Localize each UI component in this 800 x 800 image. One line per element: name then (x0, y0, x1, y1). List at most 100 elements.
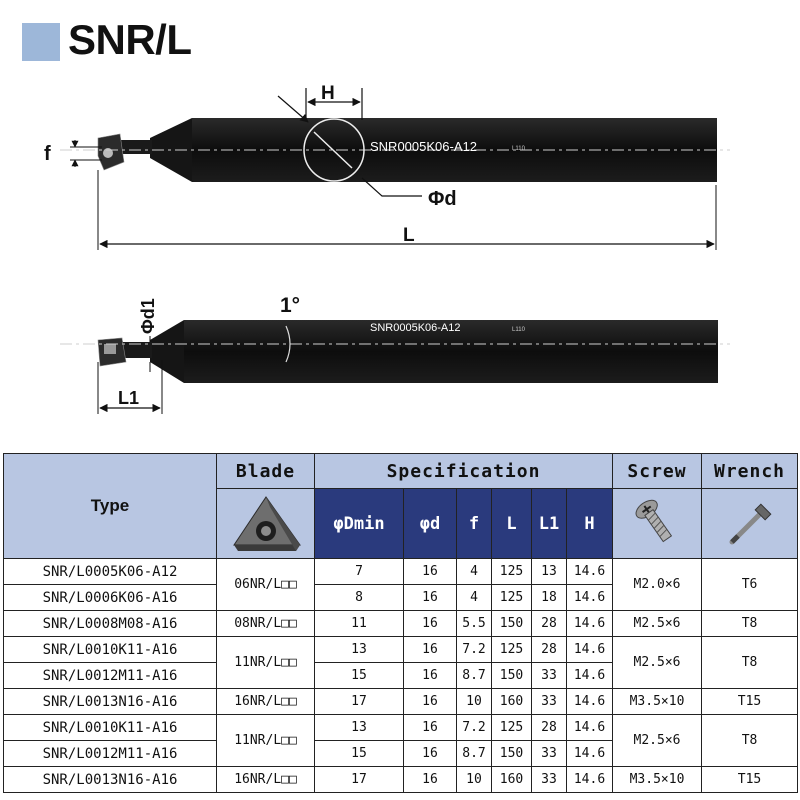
cell-d: 16 (403, 714, 457, 741)
table-row: SNR/L0006K06-A16 8 16 4 125 18 14.6 (3, 584, 798, 611)
cell-dmin: 8 (314, 584, 404, 611)
tool1-marking: SNR0005K06-A12 (370, 139, 477, 154)
cell-blade: 16NR/L□□ (216, 766, 315, 793)
cell-H: 14.6 (565, 636, 614, 663)
cell-dmin: 15 (314, 740, 404, 767)
dim-label-phid1: Φd1 (138, 298, 158, 334)
cell-f: 8.7 (456, 740, 492, 767)
cell-f: 10 (456, 766, 492, 793)
cell-dmin: 13 (314, 714, 404, 741)
spec-table: Type Blade Specification Screw Wrench φD… (3, 453, 799, 793)
diameter-diagonal (313, 131, 353, 169)
tool-top-view: SNR0005K06-A12 L110 H f Φd L (44, 83, 730, 250)
cell-d: 16 (403, 662, 457, 689)
cell-L: 150 (491, 610, 532, 637)
cell-H: 14.6 (565, 558, 614, 585)
cell-L1: 18 (531, 584, 567, 611)
title-swatch (22, 23, 60, 61)
cell-L1: 33 (531, 688, 567, 715)
cell-L: 125 (491, 714, 532, 741)
diameter-circle (303, 118, 365, 182)
cell-wrench: T8 (701, 636, 799, 689)
cell-f: 5.5 (456, 610, 492, 637)
header-L: L (491, 488, 532, 559)
cell-type: SNR/L0008M08-A16 (3, 610, 217, 637)
angle-arc (285, 325, 291, 363)
cell-f: 4 (456, 558, 492, 585)
cell-dmin: 17 (314, 766, 404, 793)
tool2-small-marking: L110 (512, 327, 526, 333)
screw-image-cell (612, 488, 703, 559)
cell-wrench: T8 (701, 610, 799, 637)
cell-H: 14.6 (565, 766, 614, 793)
insert-clamp-2 (104, 344, 116, 354)
cell-H: 14.6 (565, 662, 614, 689)
cell-L1: 28 (531, 610, 567, 637)
cell-blade: 06NR/L□□ (216, 558, 315, 611)
cell-L1: 28 (531, 714, 567, 741)
cell-dmin: 7 (314, 558, 404, 585)
cell-L1: 33 (531, 766, 567, 793)
cell-type: SNR/L0013N16-A16 (3, 688, 217, 715)
dim-label-L1: L1 (118, 388, 139, 408)
cell-d: 16 (403, 584, 457, 611)
header-f: f (456, 488, 492, 559)
cell-L: 160 (491, 688, 532, 715)
dim-label-angle: 1° (280, 294, 300, 317)
cell-type: SNR/L0012M11-A16 (3, 740, 217, 767)
cell-dmin: 17 (314, 688, 404, 715)
cell-type: SNR/L0010K11-A16 (3, 714, 217, 741)
table-row: SNR/L0010K11-A16 11NR/L□□ 13 16 7.2 125 … (3, 714, 799, 767)
cell-f: 8.7 (456, 662, 492, 689)
header-wrench: Wrench (701, 453, 799, 489)
shank-taper-2 (150, 320, 184, 383)
cell-dmin: 11 (314, 610, 404, 637)
cell-d: 16 (403, 766, 457, 793)
cell-f: 7.2 (456, 714, 492, 741)
cell-d: 16 (403, 558, 457, 585)
table-row: SNR/L0010K11-A16 11NR/L□□ 13 16 7.2 125 … (3, 636, 799, 689)
cell-f: 10 (456, 688, 492, 715)
wrench-icon (729, 503, 772, 544)
cell-blade: 16NR/L□□ (216, 688, 315, 715)
blade-image-cell (216, 488, 315, 559)
header-d: φd (403, 488, 457, 559)
cell-d: 16 (403, 636, 457, 663)
cell-wrench: T15 (701, 688, 799, 715)
cell-L1: 33 (531, 662, 567, 689)
cell-type: SNR/L0010K11-A16 (3, 636, 217, 663)
boring-bar-neck-2 (118, 342, 152, 358)
cell-type: SNR/L0012M11-A16 (3, 662, 217, 689)
dim-label-phid: Φd (428, 188, 457, 210)
cell-blade: 11NR/L□□ (216, 636, 315, 689)
cell-screw: M3.5×10 (612, 688, 703, 715)
cell-wrench: T8 (701, 714, 799, 767)
cell-d: 16 (403, 610, 457, 637)
cell-type: SNR/L0005K06-A12 (3, 558, 217, 585)
cell-L: 150 (491, 740, 532, 767)
cell-wrench: T15 (701, 766, 799, 793)
cell-blade: 08NR/L□□ (216, 610, 315, 637)
cell-blade: 11NR/L□□ (216, 714, 315, 767)
cell-H: 14.6 (565, 714, 614, 741)
screw-icon (635, 499, 673, 542)
cell-screw: M2.5×6 (612, 714, 703, 767)
cell-H: 14.6 (565, 740, 614, 767)
cell-L: 160 (491, 766, 532, 793)
cell-L: 150 (491, 662, 532, 689)
cell-type: SNR/L0006K06-A16 (3, 584, 217, 611)
header-L1: L1 (531, 488, 567, 559)
header-type: Type (3, 453, 217, 559)
cell-wrench: T6 (701, 558, 799, 611)
cell-f: 7.2 (456, 636, 492, 663)
tool2-marking: SNR0005K06-A12 (370, 322, 461, 334)
table-row: SNR/L0008M08-A16 08NR/L□□ 11 16 5.5 150 … (3, 610, 799, 637)
cell-H: 14.6 (565, 584, 614, 611)
header-H: H (565, 488, 614, 559)
cell-screw: M2.5×6 (612, 610, 703, 637)
cell-screw: M3.5×10 (612, 766, 703, 793)
header-dmin: φDmin (314, 488, 404, 559)
cell-L1: 28 (531, 636, 567, 663)
tool-side-view: SNR0005K06-A12 L110 Φd1 1° L1 (60, 294, 730, 414)
insert-icon (232, 495, 301, 551)
